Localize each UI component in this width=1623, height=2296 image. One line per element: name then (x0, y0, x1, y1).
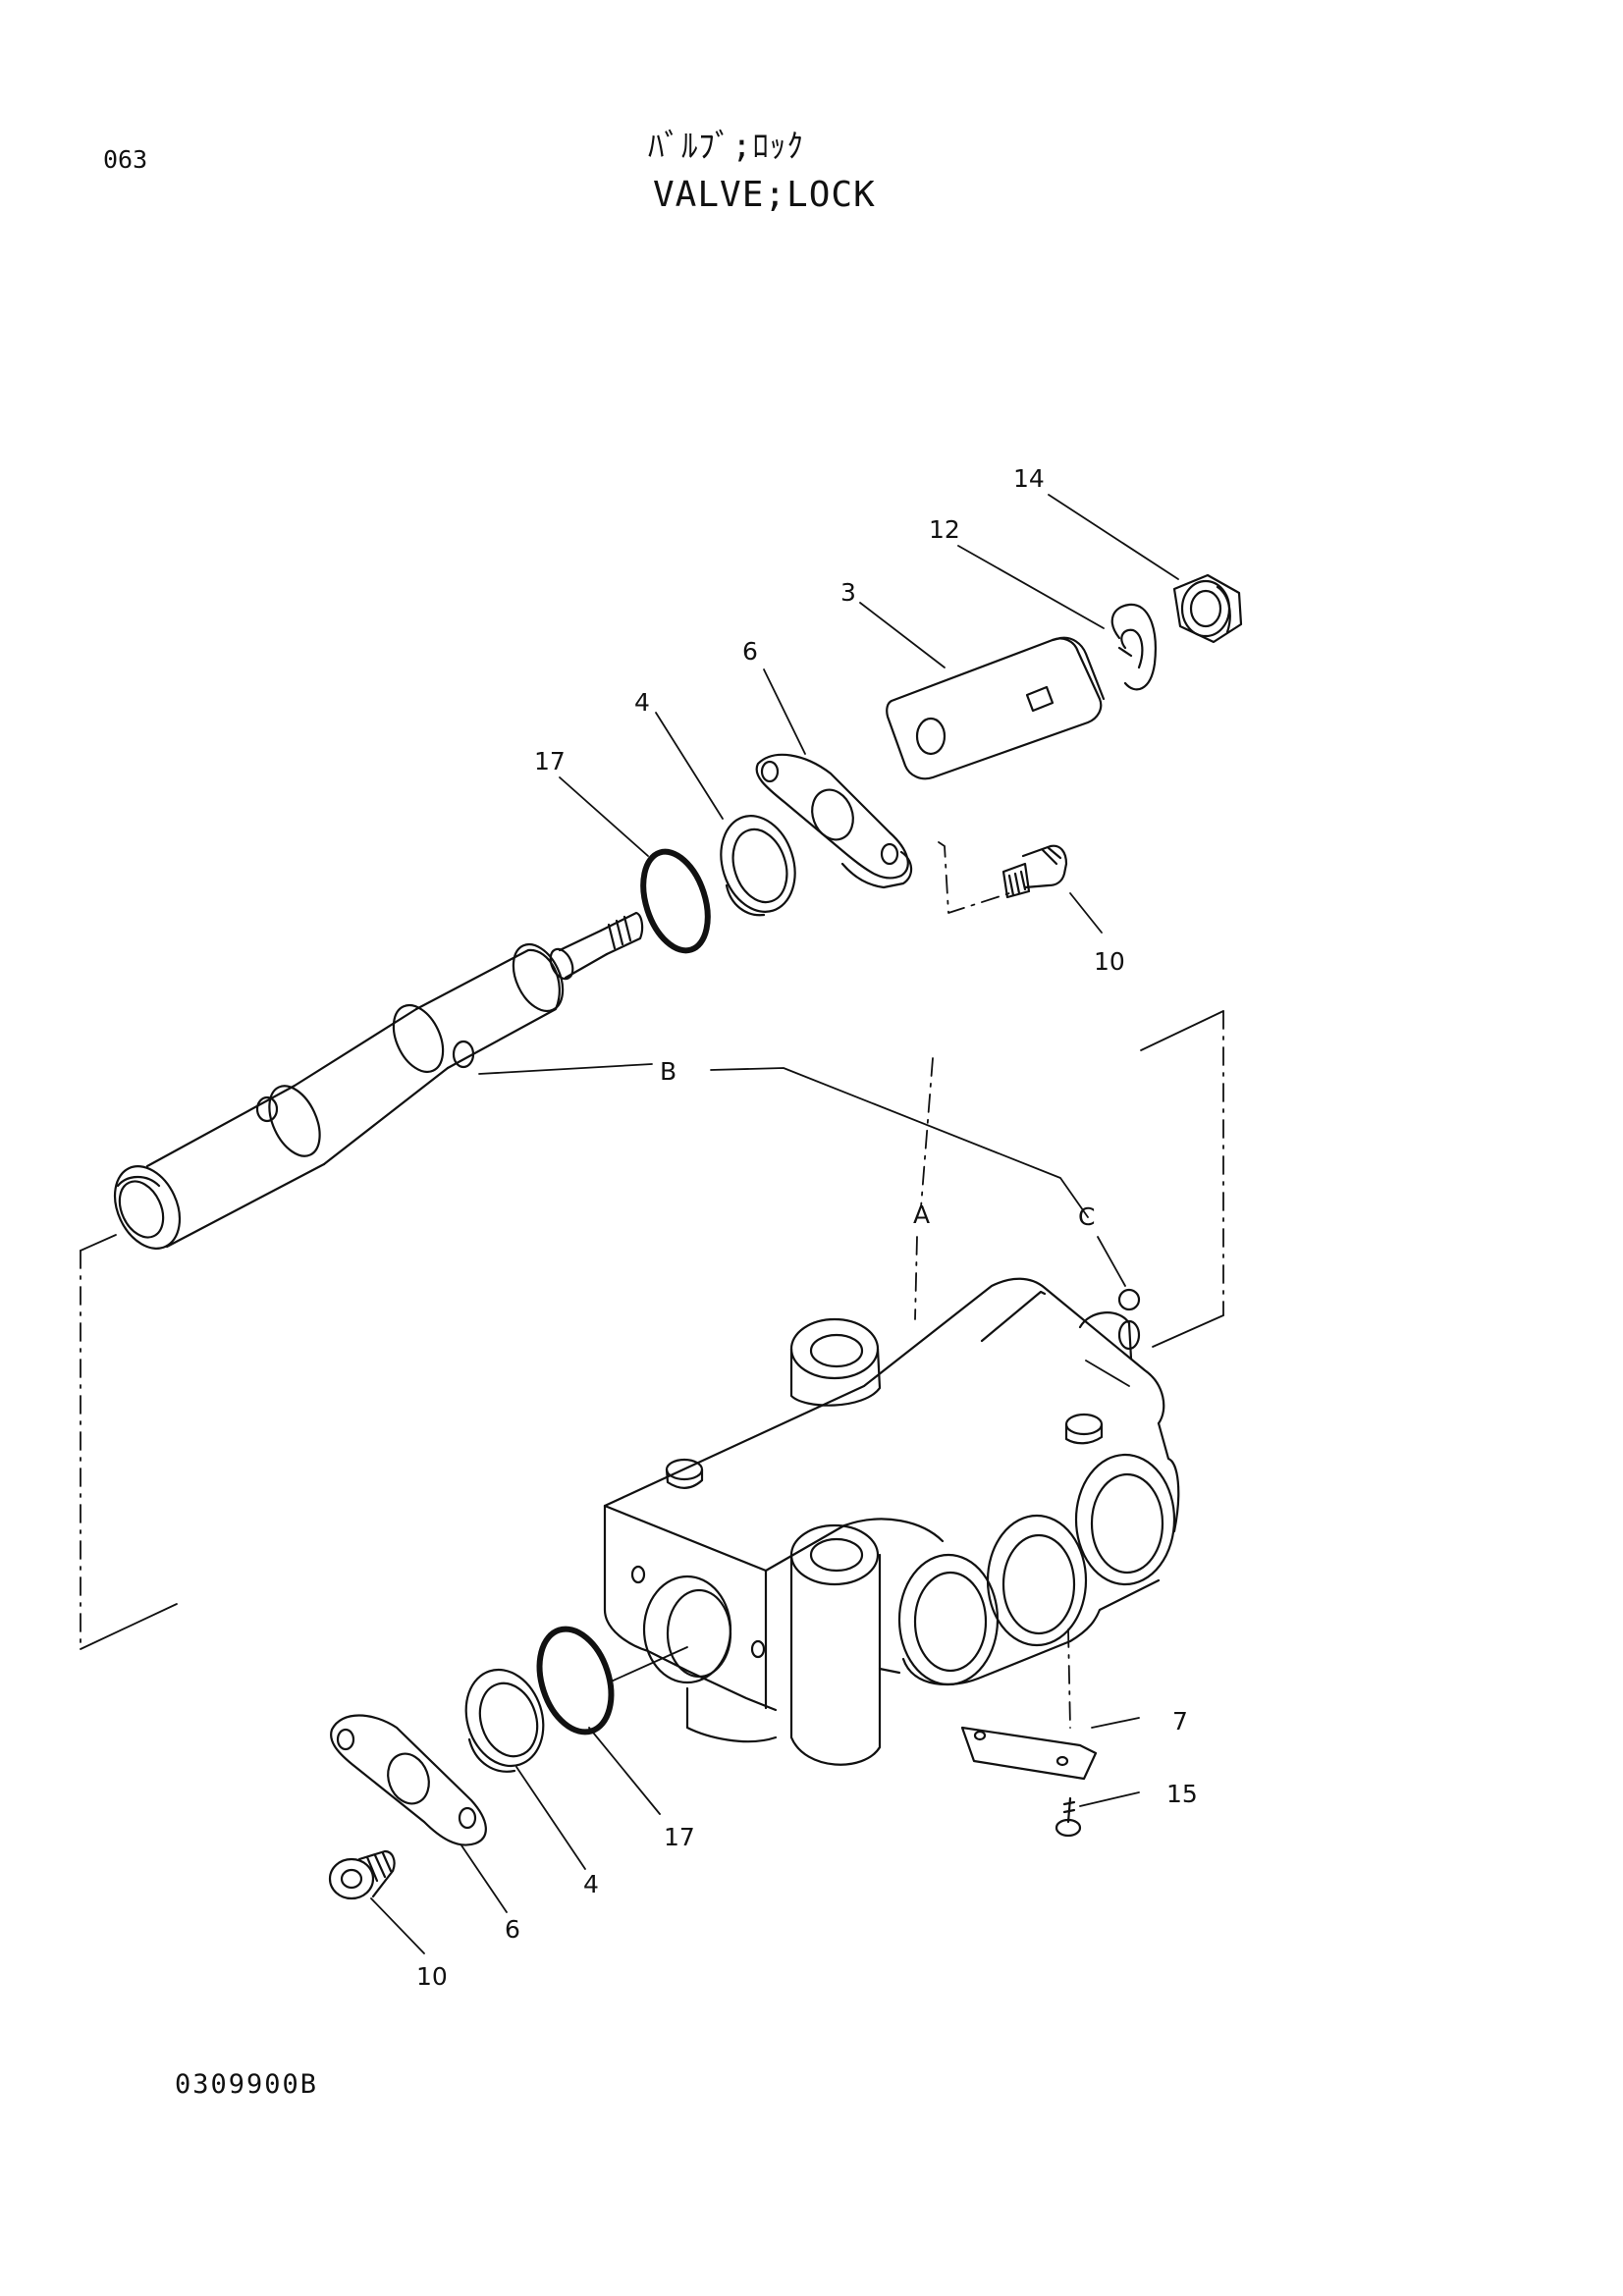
callout-a: A (913, 1201, 930, 1229)
callout-labels: 14 12 3 6 4 17 10 B A C 7 15 17 4 6 10 (416, 464, 1198, 1991)
part-12-lock-washer (1110, 603, 1157, 691)
callout-17-bottom: 17 (664, 1823, 695, 1851)
part-3-lever (886, 636, 1106, 780)
part-15-rivet (1055, 1796, 1082, 1838)
callout-4-bottom: 4 (583, 1870, 599, 1898)
part-4-ring-top (720, 815, 796, 917)
assembly-dash-lines (80, 841, 1224, 1729)
part-10-bolt-bottom (328, 1849, 396, 1900)
callout-7: 7 (1172, 1707, 1188, 1735)
part-spool-shaft (113, 911, 644, 1250)
callout-6-top: 6 (742, 637, 758, 666)
part-17-o-ring-top (640, 848, 711, 954)
callout-15: 15 (1166, 1780, 1198, 1808)
page-number: 063 (103, 145, 148, 174)
callout-10-top: 10 (1094, 947, 1125, 976)
drawing-code: 0309900B (175, 2069, 319, 2100)
title-japanese: ﾊﾞﾙﾌﾞ;ﾛｯｸ (648, 127, 804, 165)
part-c-ball (1117, 1288, 1141, 1311)
part-10-bolt-top (1001, 844, 1068, 899)
callout-4-top: 4 (634, 688, 650, 717)
part-valve-body (603, 1277, 1180, 1766)
callout-14: 14 (1013, 464, 1045, 493)
callout-3: 3 (840, 578, 856, 607)
part-17-o-ring-bottom (536, 1626, 615, 1735)
leader-lines (370, 494, 1179, 1954)
part-6-flange-top (755, 753, 913, 889)
part-7-plate (960, 1726, 1098, 1781)
assembly-solid-lines (80, 1010, 1224, 1683)
callout-6-bottom: 6 (505, 1915, 520, 1944)
title-english: VALVE;LOCK (653, 175, 876, 215)
part-14-hex-nut (1172, 573, 1243, 644)
callout-10-bottom: 10 (416, 1962, 448, 1991)
callout-17-top: 17 (534, 747, 566, 775)
callout-b: B (660, 1057, 676, 1086)
part-6-flange-bottom (330, 1714, 487, 1846)
part-4-ring-bottom (464, 1668, 545, 1773)
callout-c: C (1078, 1202, 1095, 1231)
callout-12: 12 (929, 515, 960, 544)
